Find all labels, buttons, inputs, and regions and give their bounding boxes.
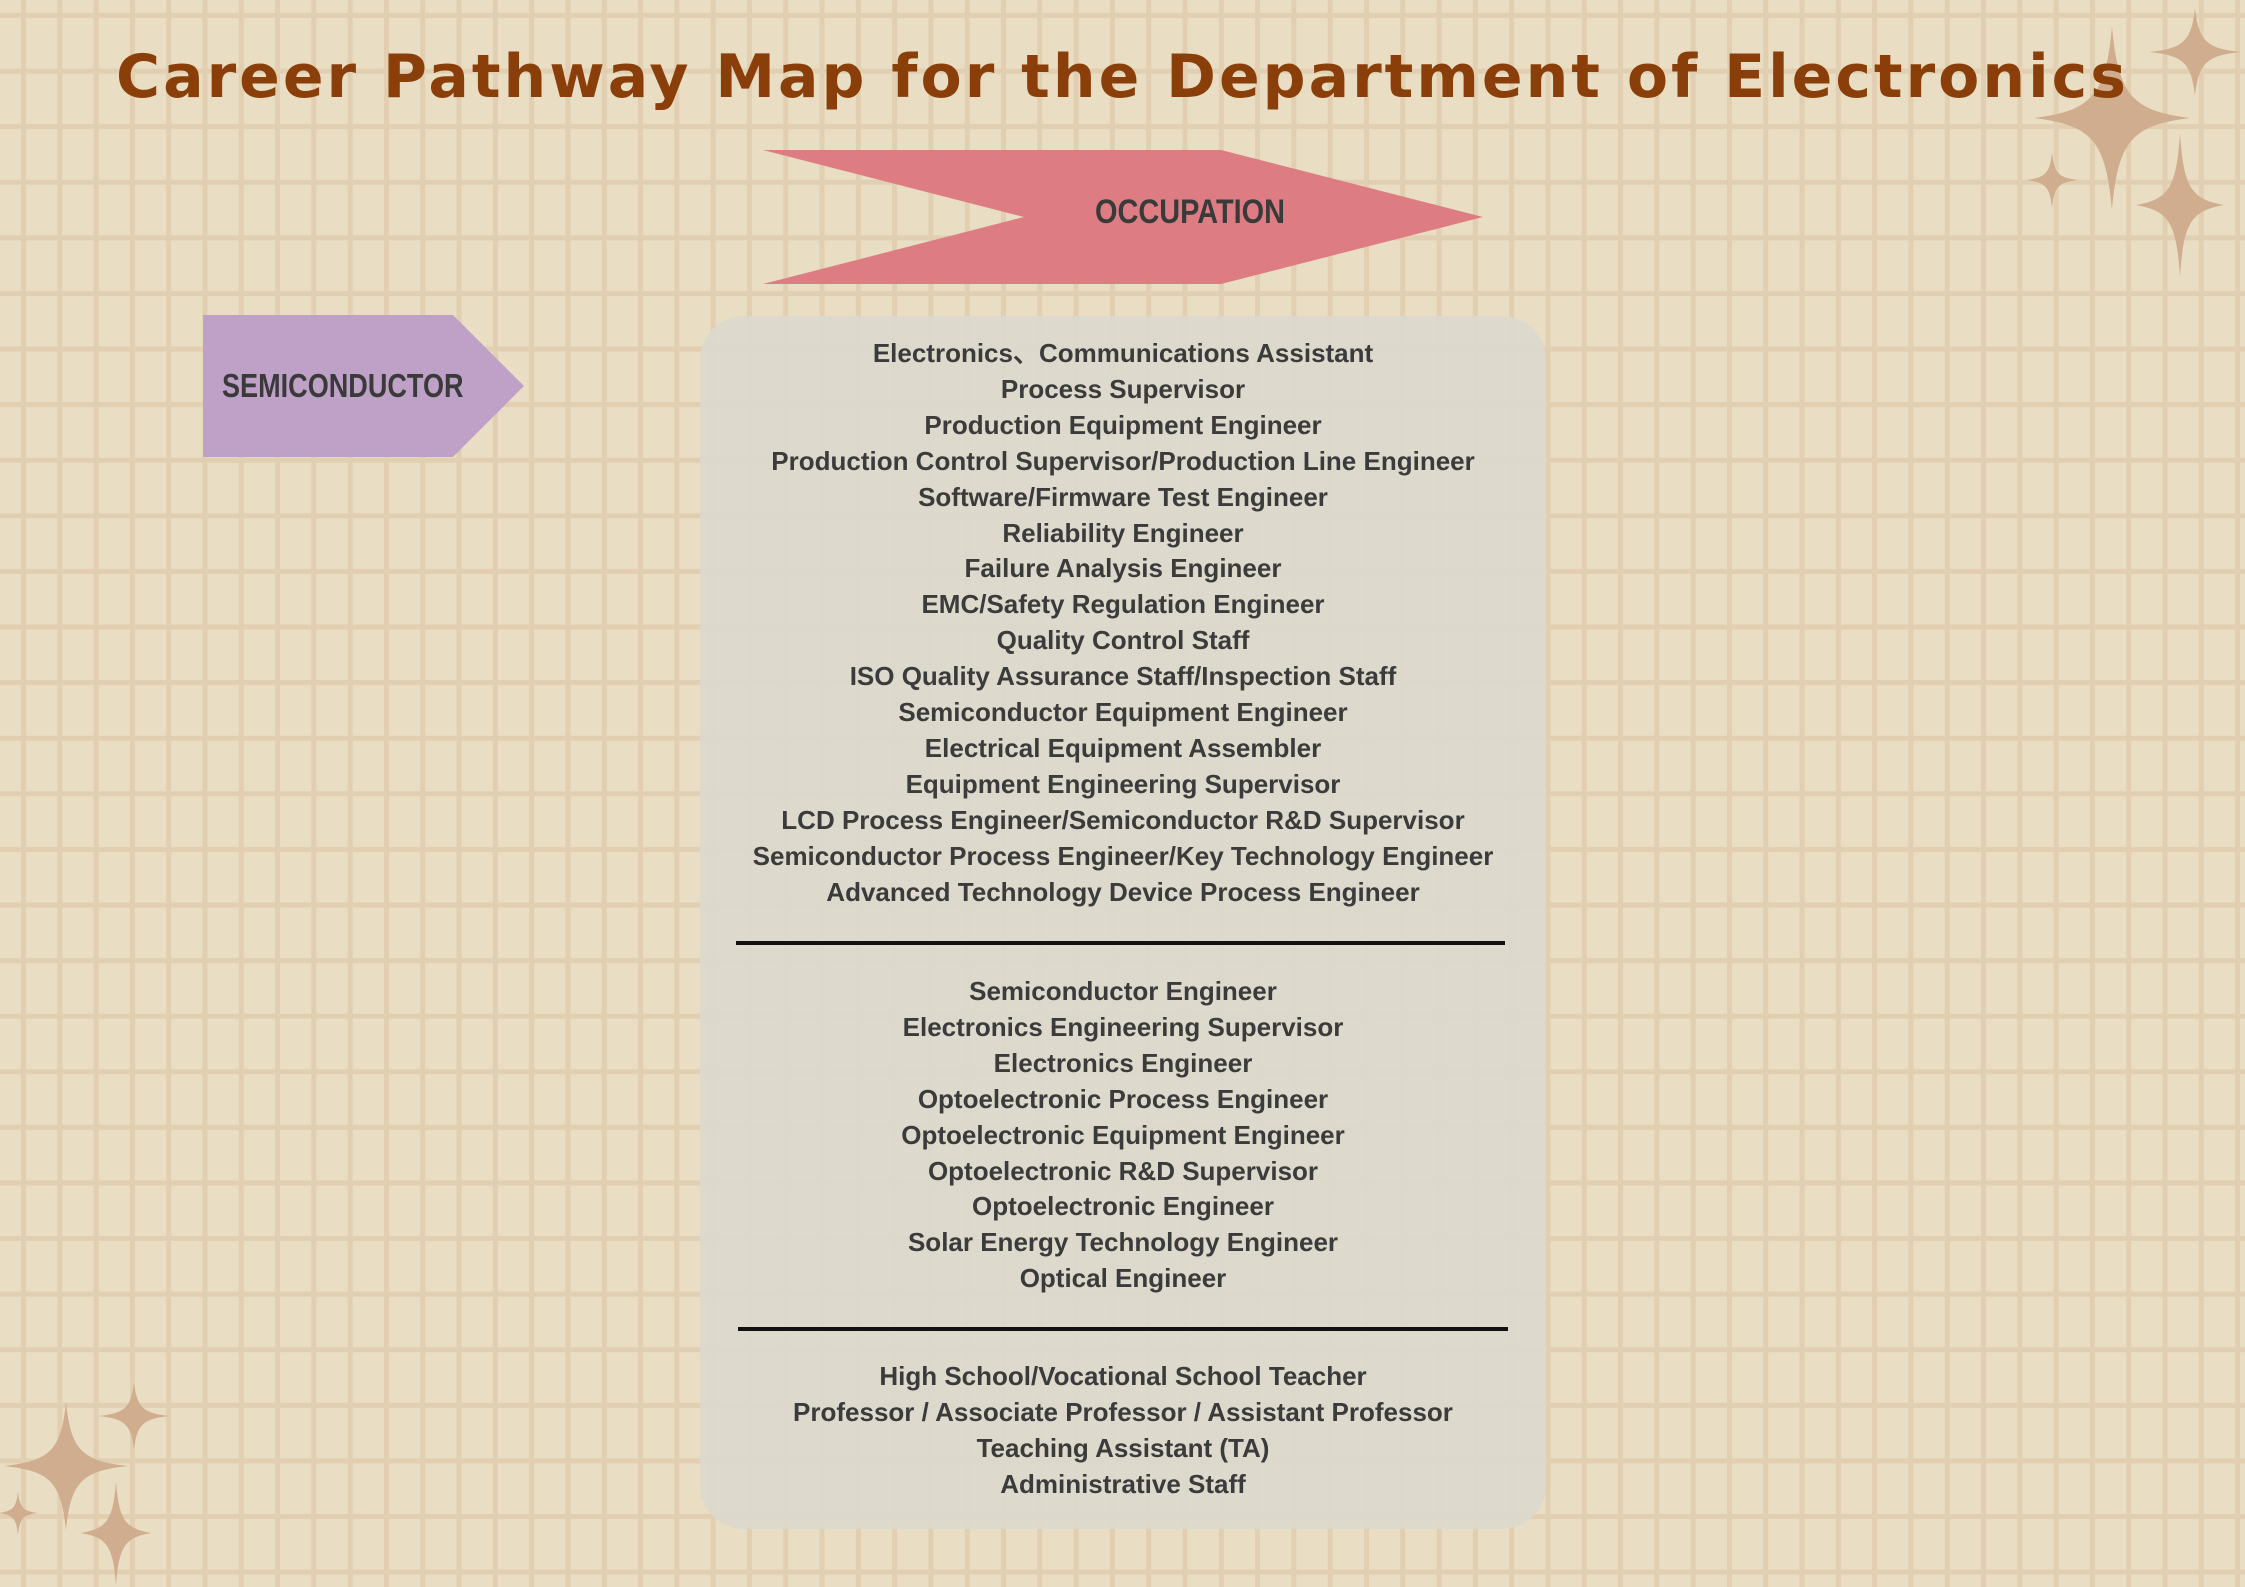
occupation-item: Advanced Technology Device Process Engin…: [826, 876, 1420, 907]
occupation-item: Electronics、Communications Assistant: [872, 338, 1374, 368]
occupation-item: Reliability Engineer: [1002, 517, 1244, 548]
occupation-item: Electrical Equipment Assembler: [924, 732, 1322, 763]
occupation-banner: [763, 150, 1483, 284]
page-title: Career Pathway Map for the Department of…: [116, 42, 2129, 112]
occupation-item: High School/Vocational School Teacher: [879, 1361, 1367, 1391]
occupation-item: Failure Analysis Engineer: [964, 553, 1282, 584]
occupation-item: ISO Quality Assurance Staff/Inspection S…: [849, 661, 1397, 692]
occupation-item: Professor / Associate Professor / Assist…: [793, 1396, 1453, 1427]
divider: [736, 941, 1505, 945]
occupation-item: Semiconductor Process Engineer/Key Techn…: [752, 840, 1494, 871]
sparkle-icon: [0, 1491, 38, 1535]
occupation-item: LCD Process Engineer/Semiconductor R&D S…: [781, 804, 1465, 835]
sparkle-icon: [2136, 133, 2224, 277]
occupation-item: Process Supervisor: [1000, 373, 1246, 404]
occupation-item: Equipment Engineering Supervisor: [905, 768, 1341, 799]
occupation-item: Production Equipment Engineer: [924, 409, 1322, 440]
occupation-item: Optical Engineer: [1019, 1263, 1227, 1294]
occupation-item: Semiconductor Equipment Engineer: [898, 697, 1348, 728]
semiconductor-tag-label: SEMICONDUCTOR: [222, 367, 464, 404]
occupation-item: Teaching Assistant (TA): [976, 1432, 1270, 1463]
divider: [738, 1327, 1508, 1331]
sparkle-icon: [2026, 152, 2078, 208]
occupation-item: Production Control Supervisor/Production…: [771, 445, 1475, 476]
sparkle-icon: [98, 1382, 170, 1450]
occupation-item: Optoelectronic Engineer: [972, 1191, 1274, 1222]
occupation-item: EMC/Safety Regulation Engineer: [921, 589, 1325, 620]
occupation-item: Administrative Staff: [1000, 1468, 1246, 1499]
occupation-item: Quality Control Staff: [996, 625, 1250, 656]
occupation-item: Software/Firmware Test Engineer: [918, 481, 1328, 512]
occupation-item: Optoelectronic Process Engineer: [917, 1083, 1329, 1114]
occupation-item: Solar Energy Technology Engineer: [907, 1227, 1339, 1258]
occupation-item: Optoelectronic Equipment Engineer: [901, 1119, 1345, 1150]
occupation-item: Optoelectronic R&D Supervisor: [927, 1155, 1319, 1186]
occupation-banner-label: OCCUPATION: [1094, 193, 1285, 231]
sparkle-icon: [80, 1481, 152, 1585]
occupation-item: Semiconductor Engineer: [969, 976, 1277, 1006]
occupation-item: Electronics Engineer: [993, 1047, 1253, 1078]
occupation-list-panel: [700, 316, 1546, 1529]
semiconductor-tag: [203, 315, 524, 457]
occupation-item: Electronics Engineering Supervisor: [902, 1011, 1344, 1042]
